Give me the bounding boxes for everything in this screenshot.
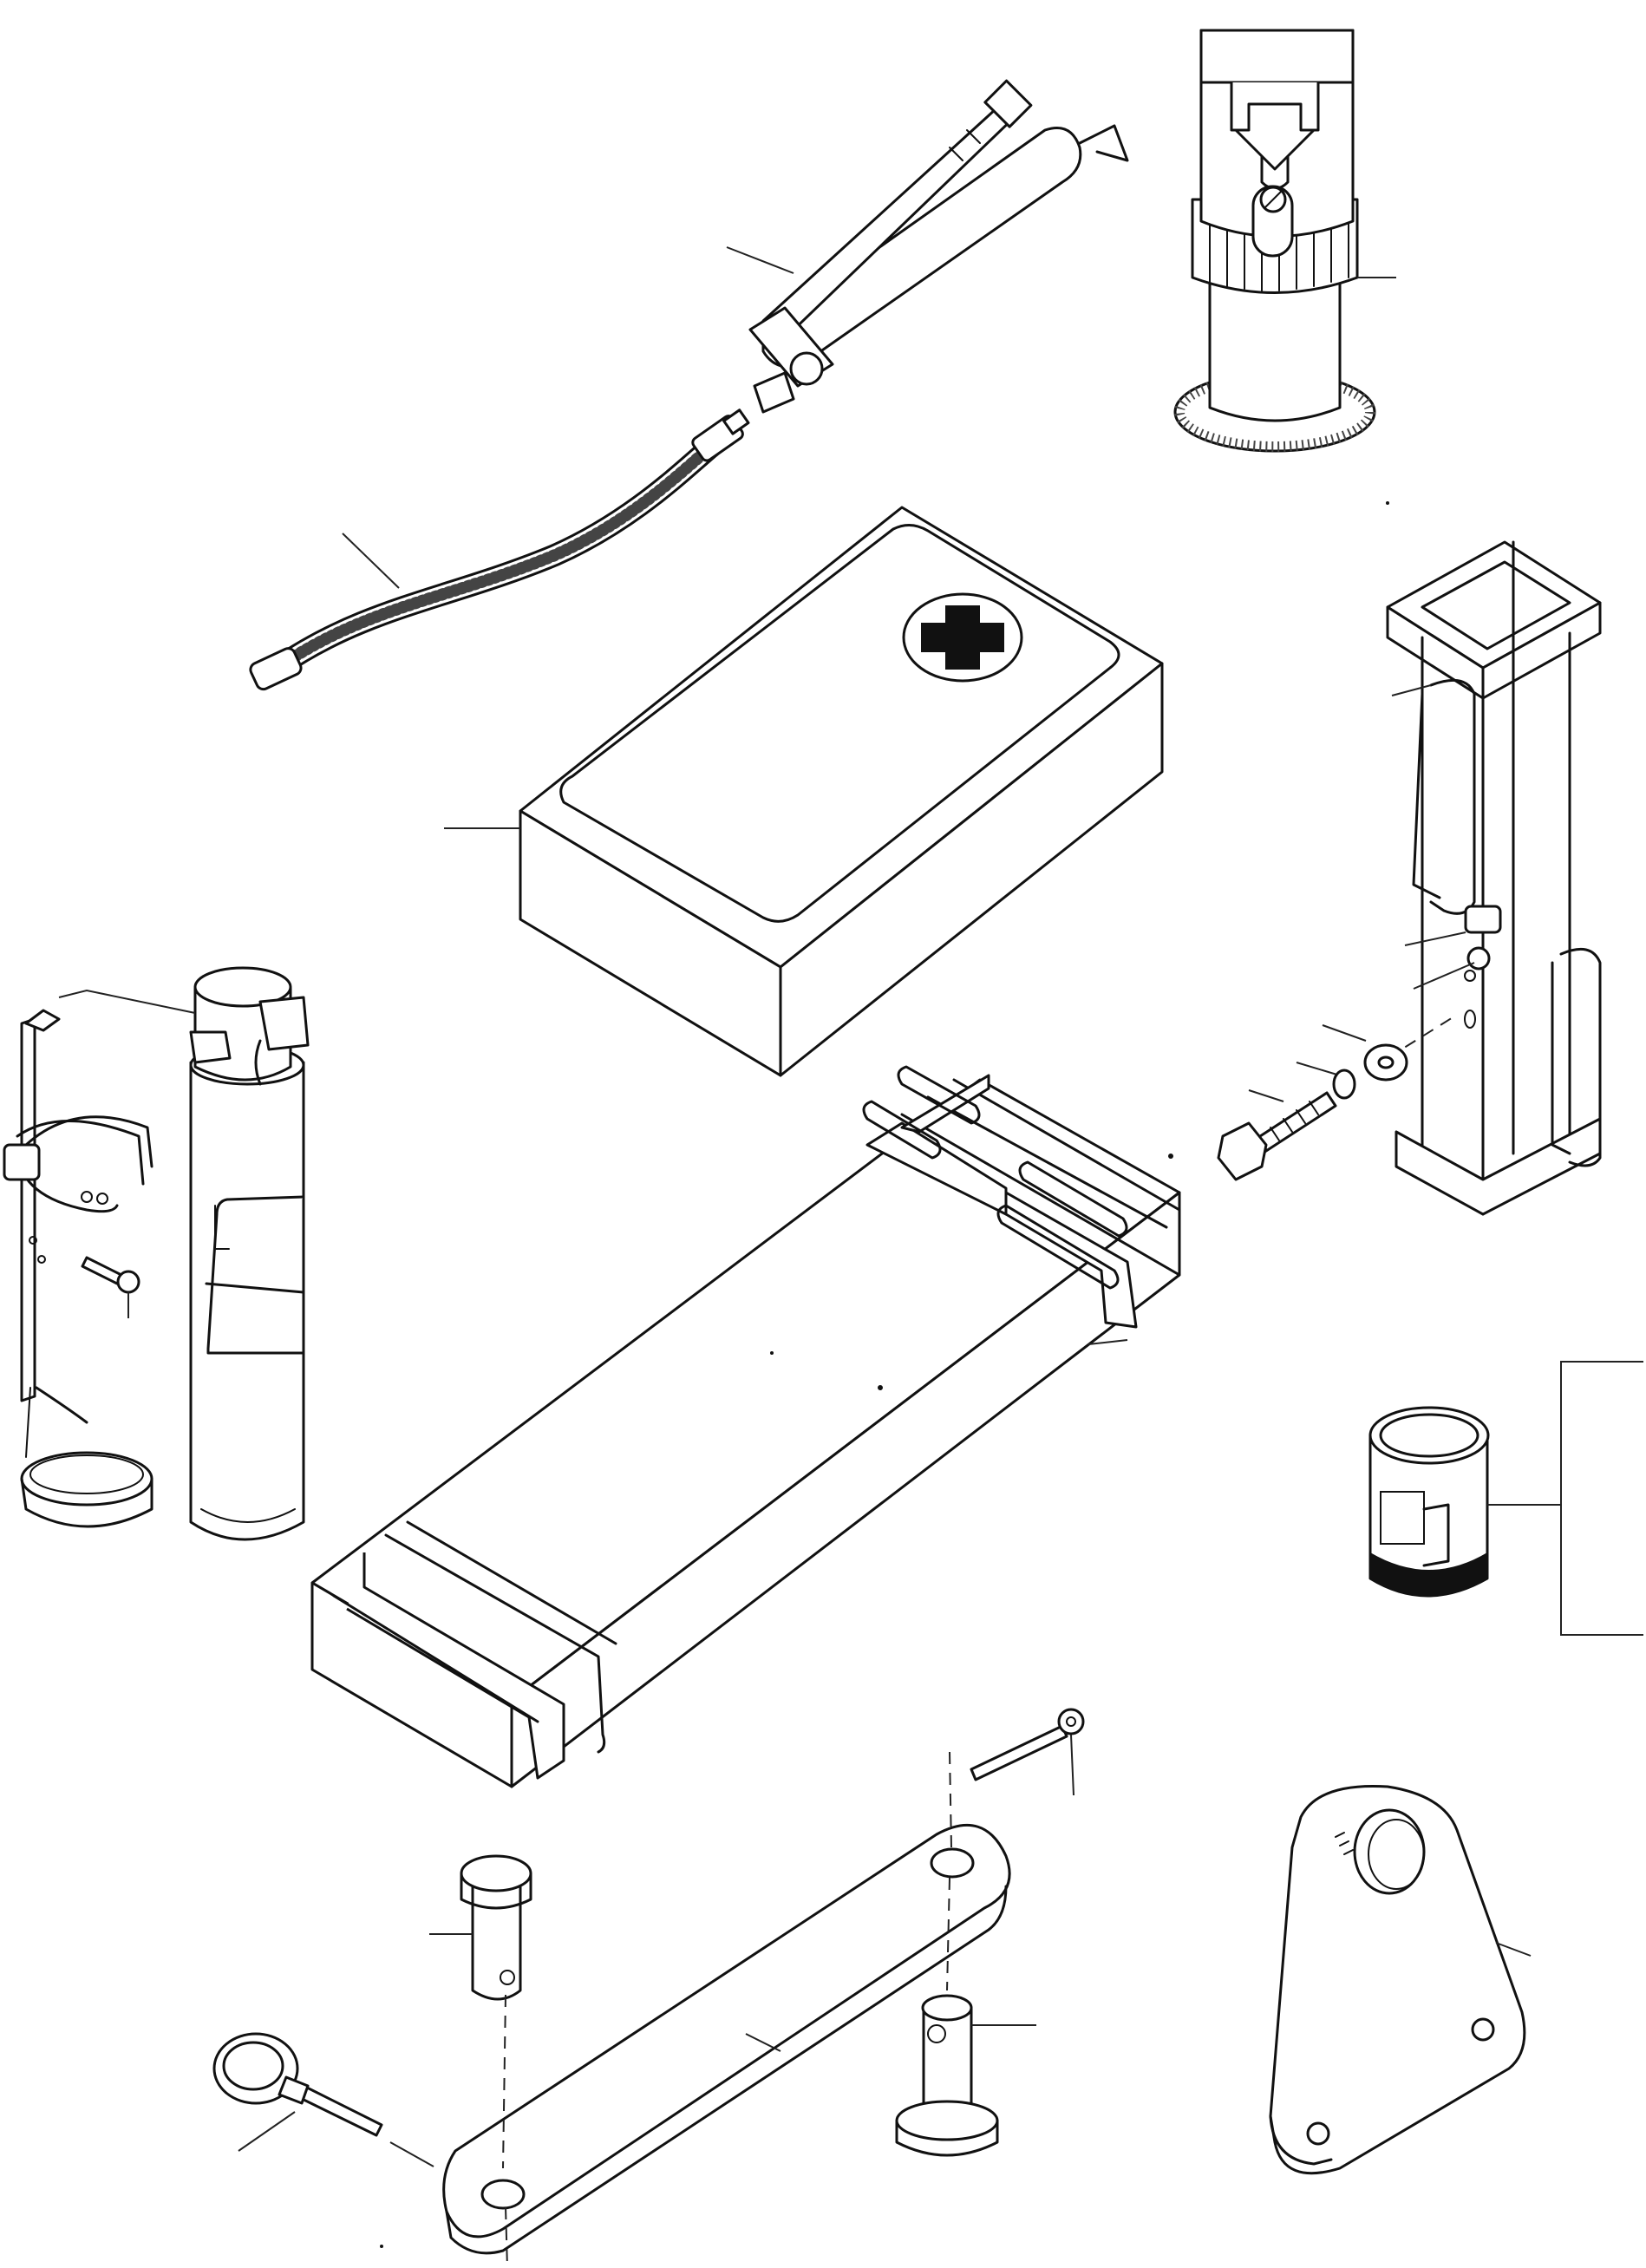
hose-icon — [249, 409, 750, 691]
scan-dot — [1386, 501, 1389, 505]
scan-dot — [878, 1385, 883, 1390]
ring-pin-icon — [212, 2032, 383, 2137]
case-icon — [310, 1065, 1181, 1788]
scan-dot — [380, 2245, 383, 2248]
cotter-pin-leader — [1070, 1734, 1074, 1796]
extinguisher-leader — [58, 989, 196, 1014]
jack-icon — [1173, 29, 1376, 453]
pin-icon — [460, 1854, 999, 2157]
axis-line-left — [502, 1994, 506, 2169]
tow-bar-leader — [745, 2033, 781, 2052]
cotter-pin-icon — [970, 1708, 1085, 1781]
stand-leader — [1391, 684, 1432, 696]
axis-line-left-2 — [505, 2206, 508, 2268]
grease-gun-icon — [748, 79, 1129, 414]
tow-bar-icon — [442, 1823, 1011, 2255]
can-icon — [1368, 1406, 1490, 1598]
hose-leader — [342, 533, 400, 589]
bracket-clamp-icon — [3, 1009, 153, 1528]
extinguisher-icon — [189, 966, 310, 1541]
first-aid-cross-icon — [519, 506, 1164, 1077]
case-leader — [1088, 1339, 1128, 1345]
scan-dot — [1168, 1154, 1173, 1159]
plate-leader — [1495, 1942, 1532, 1957]
can-bracket-leader — [1560, 1361, 1643, 1636]
axis-line-right — [949, 1751, 952, 1848]
axis-line-right-2 — [946, 1877, 950, 1991]
scan-dot — [770, 1351, 774, 1355]
grease-gun-leader — [726, 246, 794, 274]
ring-pin-axis — [389, 2141, 434, 2167]
ring-pin-leader — [238, 2111, 296, 2152]
bolt-washer-icon — [1217, 931, 1475, 1181]
triangle-plate-icon — [1269, 1784, 1526, 2175]
square-stand-icon — [1386, 540, 1602, 1216]
